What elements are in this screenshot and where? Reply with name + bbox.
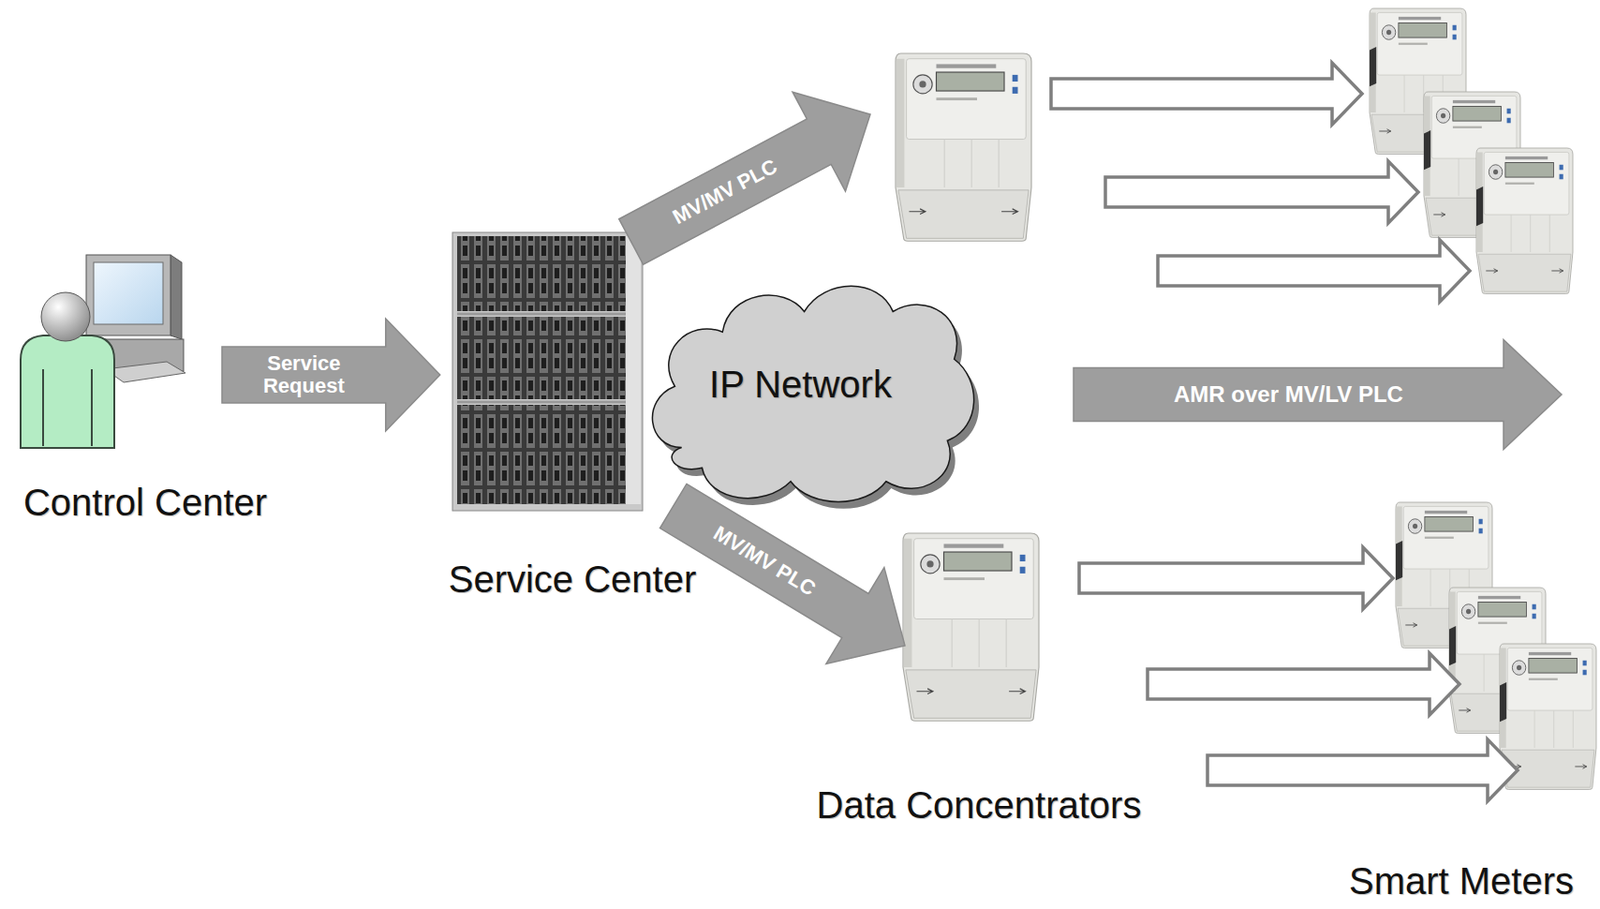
rack-divider [457,313,626,402]
block-arrow [619,91,871,265]
cloud-outline [651,285,974,502]
person-arms [43,369,92,446]
arrow-label: Service Request [242,352,365,398]
monitor-screen [93,262,163,325]
monitor-side [170,254,182,340]
hollow-arrow [1157,239,1470,302]
meter-group: Smart Meters [1330,0,1593,904]
rack-frame [452,232,643,511]
node-label: Control Center [23,479,267,525]
monitor-bezel [86,254,171,336]
block-arrow [1073,340,1562,450]
hollow-arrow [1147,652,1460,715]
person-head [41,292,90,341]
arrow-label: MV/MV PLC [709,521,819,601]
rack-shelf [457,316,626,400]
person-body [20,335,115,448]
server-rack [452,232,643,511]
node-label: Data Concentrators [816,782,1142,828]
concentrator-meter [895,53,1032,241]
keyboard [104,361,186,383]
workstation-node: Control Center [0,245,291,525]
network-cloud: IP Network [640,270,989,516]
node-label: IP Network [709,361,892,407]
rack-shelf [457,236,626,312]
node-label: Smart Meters [1348,858,1574,904]
concentrator-group: Data Concentrators [796,46,1162,828]
hollow-arrow [1105,161,1419,223]
block-arrow [660,483,905,664]
rack-shelf [457,404,626,504]
rack-side [625,236,641,504]
hollow-arrow [1079,547,1393,609]
smart-meter [1476,148,1573,294]
arrow-label: MV/MV PLC [668,154,781,229]
block-arrow [222,318,441,431]
hollow-arrow [1207,739,1518,801]
hollow-arrow [1051,62,1363,125]
arrow-label: AMR over MV/LV PLC [1173,382,1404,407]
concentrator-meter [903,533,1039,721]
node-label: Service Center [448,556,697,602]
workstation-icon [20,254,186,448]
